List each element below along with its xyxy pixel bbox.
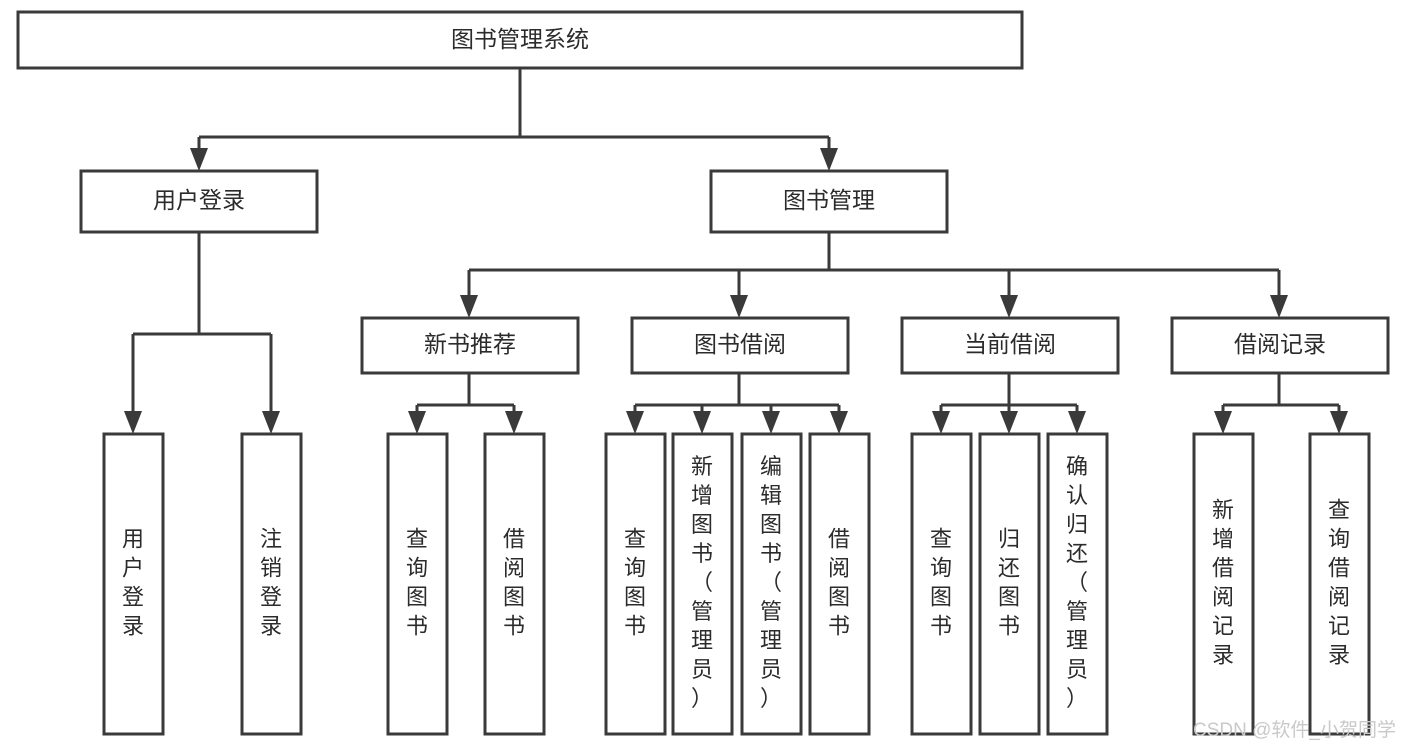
leaf-node[interactable]: 查询借阅记录 [1308, 432, 1371, 736]
arrow-head-current-borrow-leaf-3 [1068, 411, 1086, 434]
node-borrow-record-label: 借阅记录 [1234, 331, 1326, 357]
node-root-label: 图书管理系统 [451, 26, 589, 52]
node-current-borrow[interactable]: 当前借阅 [900, 316, 1120, 375]
leaf-current-query-box[interactable] [910, 432, 973, 736]
arrow-head-to-current-borrow [1000, 295, 1018, 318]
leaf-record-query-label: 查询借阅记录 [1328, 497, 1350, 667]
node-current-borrow-label: 当前借阅 [964, 331, 1056, 357]
leaf-node[interactable]: 用户登录 [102, 432, 165, 736]
node-book-management-box[interactable] [709, 169, 949, 234]
leaf-newbook-borrow-label: 借阅图书 [503, 526, 525, 638]
node-book-borrow-box[interactable] [630, 316, 850, 375]
leaf-node[interactable]: 归还图书 [978, 432, 1041, 736]
leaf-borrow-editbook-box[interactable] [740, 432, 803, 736]
arrow-head-to-book-borrow [730, 295, 748, 318]
arrow-head-book-borrow-leaf-1 [626, 411, 644, 434]
leaf-current-confirm-return-box[interactable] [1046, 432, 1109, 736]
node-user-login[interactable]: 用户登录 [79, 169, 319, 234]
arrow-head-current-borrow-leaf-1 [932, 411, 950, 434]
leaf-record-query-box[interactable] [1308, 432, 1371, 736]
arrow-head-book-borrow-leaf-2 [693, 411, 711, 434]
leaf-borrow-addbook-label: 新增图书（管理员） [691, 454, 713, 711]
node-new-book-recommend-box[interactable] [360, 316, 580, 375]
node-book-management[interactable]: 图书管理 [709, 169, 949, 234]
leaf-borrow-borrowbook-label: 借阅图书 [828, 526, 850, 638]
leaf-newbook-query-box[interactable] [386, 432, 449, 736]
leaf-borrow-query-box[interactable] [604, 432, 667, 736]
leaf-node[interactable]: 借阅图书 [808, 432, 871, 736]
leaf-node[interactable]: 新增图书（管理员） [671, 432, 734, 736]
leaf-node[interactable]: 查询图书 [910, 432, 973, 736]
leaf-user-login-label: 用户登录 [122, 526, 144, 638]
arrow-head-book-borrow-leaf-3 [762, 411, 780, 434]
node-new-book-recommend-label: 新书推荐 [424, 331, 516, 357]
node-borrow-record-box[interactable] [1170, 316, 1390, 375]
arrow-head-user-login-leaf-1 [124, 411, 142, 434]
arrow-head-to-new-book [460, 295, 478, 318]
leaf-current-return-box[interactable] [978, 432, 1041, 736]
leaf-node[interactable]: 新增借阅记录 [1192, 432, 1255, 736]
leaf-record-add-box[interactable] [1192, 432, 1255, 736]
arrow-head-to-user-login [190, 148, 208, 171]
csdn-watermark: CSDN @软件_小贺同学 [1193, 719, 1396, 741]
node-book-borrow[interactable]: 图书借阅 [630, 316, 850, 375]
leaf-user-login-box[interactable] [102, 432, 165, 736]
leaf-node[interactable]: 编辑图书（管理员） [740, 432, 803, 736]
node-root-box[interactable] [16, 10, 1024, 70]
arrow-head-new-book-leaf-1 [408, 411, 426, 434]
node-current-borrow-box[interactable] [900, 316, 1120, 375]
arrow-head-book-borrow-leaf-4 [830, 411, 848, 434]
leaf-logout-label: 注销登录 [260, 526, 282, 638]
leaf-borrow-addbook-box[interactable] [671, 432, 734, 736]
leaf-borrow-editbook-label: 编辑图书（管理员） [760, 454, 782, 711]
node-new-book-recommend[interactable]: 新书推荐 [360, 316, 580, 375]
node-borrow-record[interactable]: 借阅记录 [1170, 316, 1390, 375]
connector-layer [124, 68, 1348, 434]
node-user-login-label: 用户登录 [153, 187, 245, 213]
leaf-node[interactable]: 查询图书 [604, 432, 667, 736]
leaf-newbook-borrow-box[interactable] [483, 432, 546, 736]
arrow-head-user-login-leaf-2 [262, 411, 280, 434]
leaf-borrow-borrowbook-box[interactable] [808, 432, 871, 736]
arrow-head-current-borrow-leaf-2 [1000, 411, 1018, 434]
leaf-borrow-query-label: 查询图书 [624, 526, 646, 638]
leaf-node[interactable]: 借阅图书 [483, 432, 546, 736]
node-book-management-label: 图书管理 [783, 187, 875, 213]
leaf-current-return-label: 归还图书 [998, 526, 1020, 638]
leaf-node[interactable]: 确认归还（管理员） [1046, 432, 1109, 736]
leaf-current-confirm-return-label: 确认归还（管理员） [1066, 454, 1088, 711]
leaf-newbook-query-label: 查询图书 [406, 526, 428, 638]
arrow-head-to-book-mgmt [820, 148, 838, 171]
node-root[interactable]: 图书管理系统 [16, 10, 1024, 70]
leaf-node[interactable]: 注销登录 [240, 432, 303, 736]
leaf-record-add-label: 新增借阅记录 [1212, 497, 1234, 667]
arrow-head-borrow-record-leaf-2 [1330, 411, 1348, 434]
arrow-head-borrow-record-leaf-1 [1214, 411, 1232, 434]
node-book-borrow-label: 图书借阅 [694, 331, 786, 357]
leaf-current-query-label: 查询图书 [930, 526, 952, 638]
node-user-login-box[interactable] [79, 169, 319, 234]
leaf-logout-box[interactable] [240, 432, 303, 736]
leaf-node[interactable]: 查询图书 [386, 432, 449, 736]
arrow-head-to-borrow-record [1270, 295, 1288, 318]
arrow-head-new-book-leaf-2 [505, 411, 523, 434]
